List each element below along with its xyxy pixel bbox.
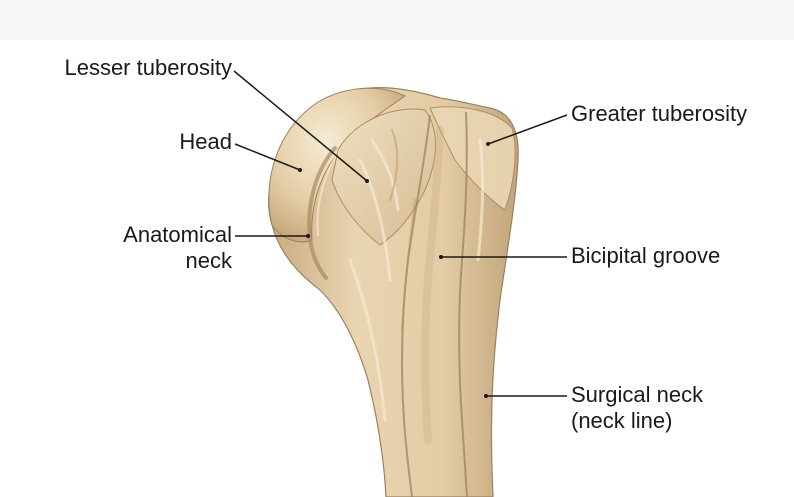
label-greater-tuberosity: Greater tuberosity bbox=[571, 101, 748, 126]
label-surgical-neck-line2: (neck line) bbox=[571, 408, 673, 433]
leader-lines bbox=[233, 70, 568, 397]
leader-greater-tuberosity bbox=[487, 114, 568, 145]
humerus-bone bbox=[268, 87, 519, 497]
lesser-tuberosity-mass bbox=[331, 108, 436, 246]
label-anatomical-neck: Anatomical neck bbox=[123, 222, 232, 274]
bone-texture-dark bbox=[389, 129, 416, 331]
leader-lesser-tuberosity bbox=[233, 70, 368, 182]
leader-head bbox=[234, 143, 301, 171]
anatomical-neck-ridge bbox=[307, 146, 337, 280]
label-anatomical-neck-line2: neck bbox=[185, 248, 232, 273]
label-lesser-tuberosity: Lesser tuberosity bbox=[64, 55, 232, 80]
label-surgical-neck-line1: Surgical neck bbox=[571, 382, 704, 407]
label-head: Head bbox=[179, 129, 232, 154]
bicipital-groove-ridge-right bbox=[458, 111, 468, 497]
greater-tuberosity-mass bbox=[429, 106, 516, 211]
bone-texture bbox=[348, 138, 485, 422]
leader-dots bbox=[298, 142, 490, 398]
anatomical-neck-highlight bbox=[316, 149, 341, 237]
label-anatomical-neck-line1: Anatomical bbox=[123, 222, 232, 247]
background-wash bbox=[0, 0, 794, 40]
label-surgical-neck: Surgical neck (neck line) bbox=[571, 382, 703, 434]
label-bicipital-groove: Bicipital groove bbox=[571, 243, 721, 268]
bicipital-groove-shadow bbox=[421, 126, 444, 444]
